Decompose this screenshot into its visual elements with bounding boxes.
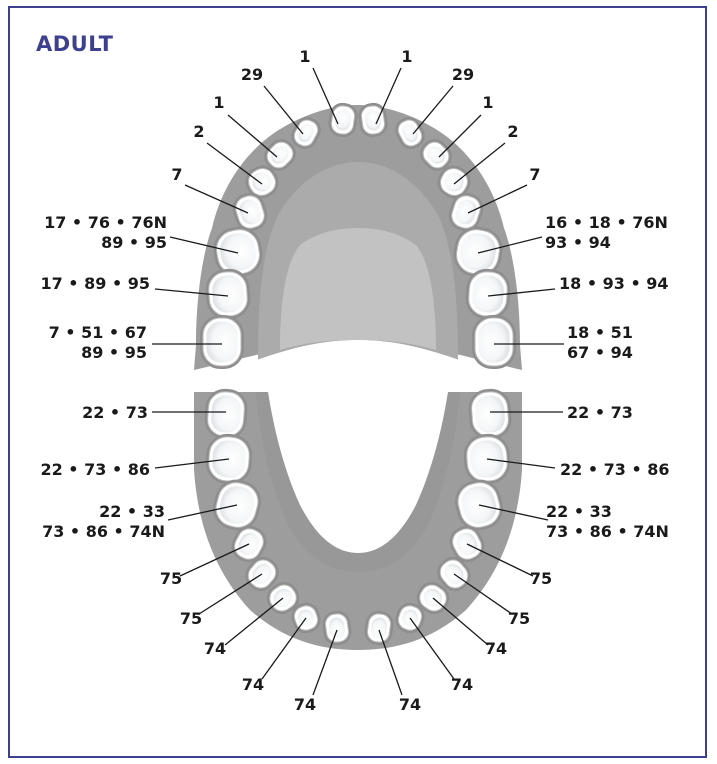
label-line: 74 (294, 695, 316, 714)
upper-molar3-left-label: 7 • 51 • 6789 • 95 (49, 323, 147, 362)
label-line: 22 • 33 (99, 502, 165, 521)
label-line: 16 • 18 • 76N (545, 213, 668, 232)
label-line: 1 (401, 47, 412, 66)
upper-canine-left-label: 1 (213, 93, 224, 112)
lower-molar3-left-label: 22 • 73 (82, 403, 148, 422)
upper-incisor-right-label: 1 (401, 47, 412, 66)
label-line: 18 • 93 • 94 (559, 274, 669, 293)
label-line: 1 (299, 47, 310, 66)
upper-premolar2-left-label: 7 (171, 165, 182, 184)
label-line: 73 • 86 • 74N (42, 522, 165, 541)
upper-premolar1-left-label: 2 (193, 122, 204, 141)
lower-molar3-right-tooth (467, 388, 512, 441)
upper-lateral-left-leader (264, 86, 303, 134)
label-line: 74 (485, 639, 507, 658)
upper-molar3-right-tooth (472, 315, 516, 369)
lower-molar2-right-label: 22 • 73 • 86 (560, 460, 670, 479)
lower-premolar1-right-label: 75 (508, 609, 530, 628)
label-line: 1 (213, 93, 224, 112)
label-line: 2 (507, 122, 518, 141)
label-line: 75 (180, 609, 202, 628)
upper-molar3-left-tooth (200, 315, 244, 369)
label-line: 74 (451, 675, 473, 694)
label-line: 75 (530, 569, 552, 588)
label-line: 74 (399, 695, 421, 714)
lower-lateral-left-label: 74 (242, 675, 264, 694)
label-line: 17 • 76 • 76N (44, 213, 167, 232)
lower-molar3-left-tooth (203, 388, 248, 441)
upper-canine-right-label: 1 (482, 93, 493, 112)
upper-palate-inner (280, 228, 436, 350)
label-line: 7 (529, 165, 540, 184)
upper-lateral-right-label: 29 (452, 65, 474, 84)
upper-premolar1-right-label: 2 (507, 122, 518, 141)
label-line: 74 (204, 639, 226, 658)
label-line: 2 (193, 122, 204, 141)
lower-premolar2-right-label: 75 (530, 569, 552, 588)
label-line: 74 (242, 675, 264, 694)
label-line: 17 • 89 • 95 (40, 274, 150, 293)
lower-canine-right-label: 74 (485, 639, 507, 658)
label-line: 22 • 73 (567, 403, 633, 422)
label-line: 7 (171, 165, 182, 184)
label-line: 67 • 94 (567, 343, 633, 362)
lower-canine-left-label: 74 (204, 639, 226, 658)
label-line: 1 (482, 93, 493, 112)
upper-molar2-right-label: 18 • 93 • 94 (559, 274, 669, 293)
lower-incisor-left-label: 74 (294, 695, 316, 714)
lower-molar3-right-label: 22 • 73 (567, 403, 633, 422)
lower-premolar1-left-label: 75 (180, 609, 202, 628)
lower-lateral-right-label: 74 (451, 675, 473, 694)
label-line: 89 • 95 (81, 343, 147, 362)
upper-incisor-left-label: 1 (299, 47, 310, 66)
upper-canine-left-leader (228, 115, 277, 157)
upper-lateral-left-label: 29 (241, 65, 263, 84)
upper-premolar2-right-label: 7 (529, 165, 540, 184)
label-line: 22 • 73 • 86 (40, 460, 150, 479)
label-line: 7 • 51 • 67 (49, 323, 147, 342)
label-line: 22 • 73 • 86 (560, 460, 670, 479)
label-line: 75 (508, 609, 530, 628)
upper-lateral-right-leader (413, 86, 453, 134)
label-line: 18 • 51 (567, 323, 633, 342)
lower-molar2-left-label: 22 • 73 • 86 (40, 460, 150, 479)
upper-molar2-left-label: 17 • 89 • 95 (40, 274, 150, 293)
label-line: 22 • 73 (82, 403, 148, 422)
label-line: 93 • 94 (545, 233, 611, 252)
label-line: 75 (160, 569, 182, 588)
label-line: 89 • 95 (101, 233, 167, 252)
label-line: 29 (241, 65, 263, 84)
lower-premolar2-left-label: 75 (160, 569, 182, 588)
label-line: 29 (452, 65, 474, 84)
label-line: 73 • 86 • 74N (546, 522, 669, 541)
label-line: 22 • 33 (546, 502, 612, 521)
lower-incisor-right-label: 74 (399, 695, 421, 714)
